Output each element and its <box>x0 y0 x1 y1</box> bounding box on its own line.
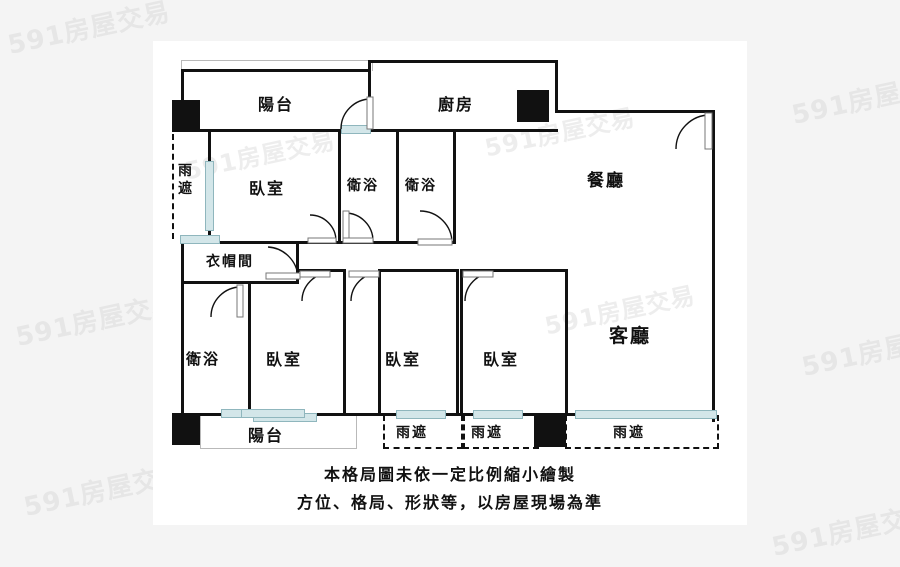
wall-bed2-right <box>343 269 346 416</box>
eave-mid-2-outline <box>463 415 539 449</box>
balcony-top-railing <box>181 60 373 71</box>
window-eave-mid-1 <box>396 410 446 419</box>
wall-bed4-left <box>460 269 463 416</box>
wall-bath1-right <box>396 129 399 244</box>
watermark: 591房屋交易 <box>799 319 900 383</box>
wall-kitchen-left <box>368 60 371 132</box>
window-eave-right <box>575 410 717 419</box>
wall-bed3-left <box>378 269 381 416</box>
door-bathroom-1 <box>342 210 375 244</box>
window-left-eave <box>205 161 214 231</box>
wall-balcony-top <box>181 69 371 72</box>
room-label-closet: 衣帽間 <box>206 254 254 270</box>
floor-plan-sheet: 591房屋交易 591房屋交易 591房屋交易 <box>153 41 747 525</box>
pillar-top-left <box>172 100 200 132</box>
door-kitchen <box>339 96 374 131</box>
watermark: 591房屋交易 <box>5 0 174 61</box>
wall-bath3-right <box>248 281 251 416</box>
room-label-balcony-top: 陽台 <box>258 95 295 114</box>
wall-kitchen-right <box>555 60 558 112</box>
wall-living-right <box>712 110 715 422</box>
watermark: 591房屋交易 <box>789 67 900 131</box>
room-label-balcony-bottom: 陽台 <box>248 426 285 445</box>
room-label-bedroom-1: 臥室 <box>249 179 286 198</box>
eave-mid-1-outline <box>383 415 463 449</box>
floor-plan-drawing: 陽台 廚房 雨遮 臥室 衛浴 衛浴 餐廳 客廳 衣帽間 衛浴 臥室 臥室 臥室 … <box>153 41 747 525</box>
room-label-bathroom-1: 衛浴 <box>347 178 379 194</box>
room-label-bathroom-3: 衛浴 <box>186 350 221 368</box>
door-bathroom-2 <box>417 209 454 246</box>
wall-lower-band-bottom <box>181 413 568 416</box>
wall-bed3-right <box>456 269 459 416</box>
wall-bed3-top <box>378 269 458 272</box>
window-eave-mid-2 <box>473 410 523 419</box>
door-bedroom-2 <box>299 270 332 303</box>
wall-closet-bottom <box>181 281 299 284</box>
wall-bed4-right <box>565 269 568 416</box>
eave-left-outline <box>172 134 174 239</box>
door-closet <box>265 245 301 280</box>
room-label-eave-right: 雨遮 <box>613 425 645 441</box>
wall-lower-band-left <box>181 281 184 416</box>
wall-bed1-right <box>338 129 341 244</box>
room-label-bedroom-3: 臥室 <box>385 350 422 369</box>
pillar-kitchen-right <box>517 90 549 122</box>
caption-line-1: 本格局圖未依一定比例縮小繪製 <box>323 465 576 484</box>
room-label-dining: 餐廳 <box>587 171 625 191</box>
room-label-eave-mid-2: 雨遮 <box>471 425 503 441</box>
door-bedroom-1 <box>307 213 338 244</box>
watermark: 591房屋交易 <box>769 499 900 563</box>
wall-bed1-top <box>208 129 558 132</box>
wall-balcony-left <box>181 69 184 129</box>
room-label-eave-left: 雨遮 <box>178 163 194 197</box>
wall-closet-left <box>181 241 184 283</box>
wall-dining-top <box>555 110 715 113</box>
room-label-eave-mid-1: 雨遮 <box>396 425 428 441</box>
window-closet-left <box>180 235 220 244</box>
door-bedroom-3 <box>348 270 381 303</box>
wall-kitchen-top <box>368 60 558 63</box>
pillar-bottom-center <box>534 413 566 447</box>
eave-right-outline <box>565 415 719 449</box>
door-main-entrance <box>674 112 713 151</box>
door-bedroom-4 <box>462 270 495 303</box>
wall-closet-right <box>296 241 299 283</box>
wall-closet-top <box>181 241 341 244</box>
door-bathroom-3 <box>209 284 244 319</box>
pillar-bottom-left <box>172 413 200 445</box>
room-label-bedroom-2: 臥室 <box>266 350 303 369</box>
room-label-living: 客廳 <box>609 325 652 347</box>
room-label-kitchen: 廚房 <box>438 95 475 114</box>
caption-line-2: 方位、格局、形狀等，以房屋現場為準 <box>296 493 603 512</box>
wall-bed4-top <box>460 269 568 272</box>
wall-bathband-bottom <box>338 241 456 244</box>
room-label-bedroom-4: 臥室 <box>483 350 520 369</box>
room-label-bathroom-2: 衛浴 <box>405 178 437 194</box>
wall-bath2-right <box>453 129 456 244</box>
balcony-bottom-railing <box>200 416 357 449</box>
window-balcony-bottom-3 <box>241 409 305 418</box>
